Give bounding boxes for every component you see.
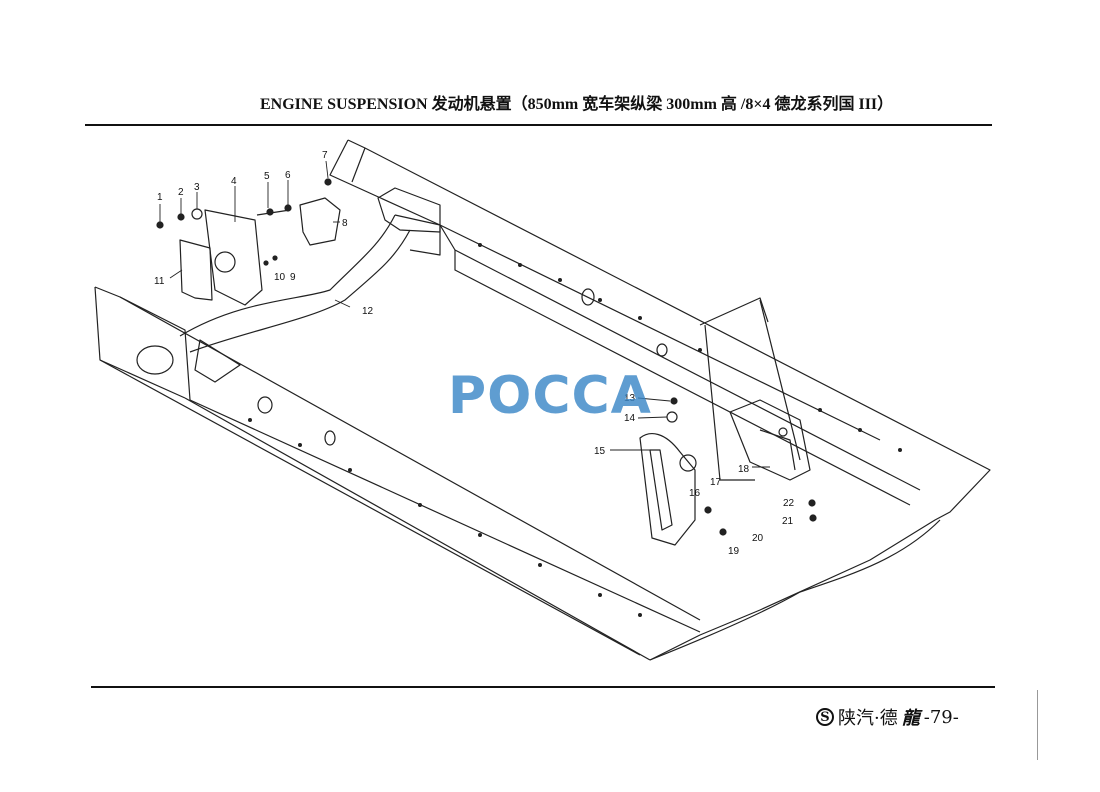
callout-5: 5 — [264, 171, 270, 182]
callout-9: 9 — [290, 272, 296, 283]
shaanxi-auto-logo-icon: S — [816, 708, 834, 726]
callout-labels: 1 2 3 4 5 6 7 8 9 10 11 12 13 14 15 16 1… — [154, 150, 795, 557]
callout-16: 16 — [689, 488, 701, 499]
left-frame-rail — [94, 286, 701, 661]
callout-12: 12 — [362, 306, 374, 317]
fasteners — [156, 178, 817, 536]
frame-rivet-holes — [248, 243, 902, 617]
scan-edge-line — [1037, 690, 1038, 760]
callout-6: 6 — [285, 170, 291, 181]
callout-19: 19 — [728, 546, 740, 557]
callout-21: 21 — [782, 516, 794, 527]
leader-lines — [159, 160, 770, 468]
callout-17: 17 — [710, 477, 722, 488]
brand-name: 陕汽·德 — [838, 708, 898, 729]
watermark: POCCA — [448, 366, 652, 426]
brand-name-calligraphy: 龍 — [901, 708, 920, 729]
rear-mount-assembly — [639, 297, 811, 546]
callout-18: 18 — [738, 464, 750, 475]
callout-11: 11 — [154, 276, 165, 287]
page-footer: S 陕汽·德 龍 -79- — [816, 704, 959, 730]
callout-10: 10 — [274, 272, 286, 283]
callout-2: 2 — [178, 187, 184, 198]
callout-20: 20 — [752, 533, 764, 544]
callout-7: 7 — [322, 150, 328, 161]
footer-rule — [91, 686, 995, 688]
page-title: ENGINE SUSPENSION 发动机悬置（850mm 宽车架纵梁 300m… — [260, 96, 894, 113]
callout-8: 8 — [342, 218, 348, 229]
callout-1: 1 — [157, 192, 163, 203]
header-rule — [85, 124, 992, 126]
right-frame-rail — [329, 139, 991, 661]
callout-15: 15 — [594, 446, 606, 457]
front-mount-assembly — [179, 187, 441, 306]
callout-3: 3 — [194, 182, 200, 193]
front-cross-member — [179, 214, 441, 383]
callout-22: 22 — [783, 498, 795, 509]
callout-4: 4 — [231, 176, 237, 187]
callout-13: 13 — [624, 393, 636, 404]
callout-14: 14 — [624, 413, 636, 424]
page-number: -79- — [923, 706, 959, 728]
